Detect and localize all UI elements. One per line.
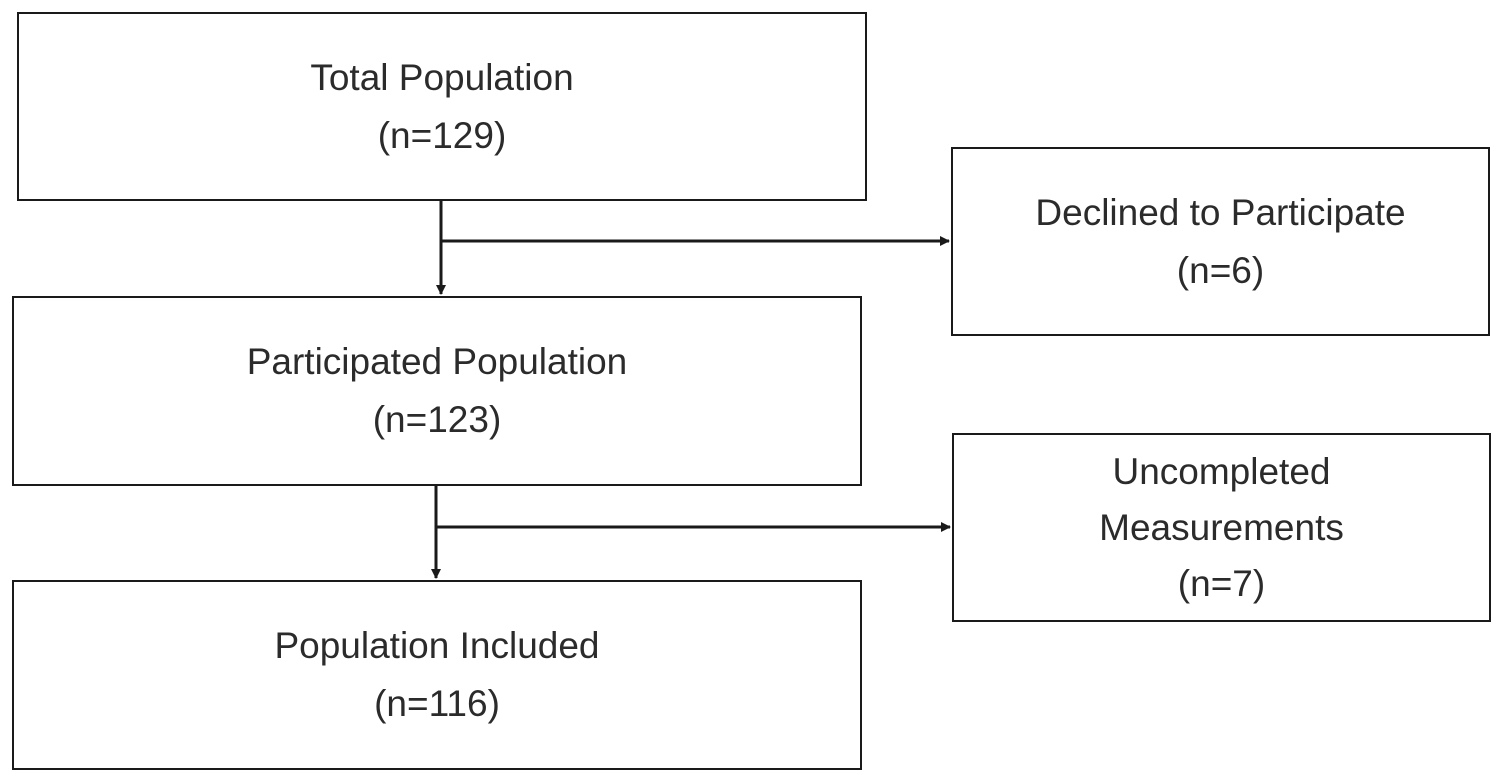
node-uncompleted-title-line1: Uncompleted [1112, 450, 1331, 492]
node-declined-title: Declined to Participate [1035, 191, 1406, 233]
node-included-count: (n=116) [374, 683, 500, 724]
node-uncompleted-title-line2: Measurements [1099, 506, 1344, 548]
node-total-title: Total Population [310, 56, 574, 98]
node-participated-population: Participated Population (n=123) [12, 296, 862, 486]
node-declined-count: (n=6) [1176, 249, 1265, 291]
node-uncompleted-measurements: Uncompleted Measurements (n=7) [952, 433, 1491, 622]
node-total-population: Total Population (n=129) [17, 12, 867, 201]
node-population-included: Population Included (n=116) [12, 580, 862, 770]
node-participated-count: (n=123) [372, 399, 502, 440]
node-total-count: (n=129) [377, 114, 507, 156]
node-declined-to-participate: Declined to Participate (n=6) [951, 147, 1490, 336]
node-included-title: Population Included [274, 625, 600, 666]
node-participated-title: Participated Population [246, 341, 628, 382]
node-uncompleted-count: (n=7) [1177, 562, 1266, 604]
